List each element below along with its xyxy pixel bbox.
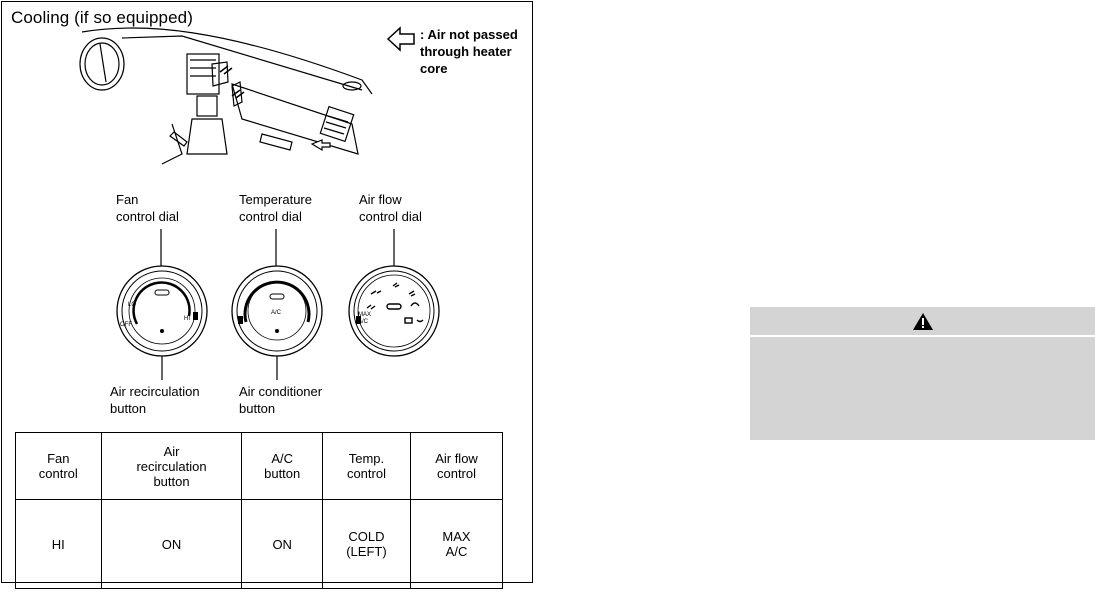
air-conditioner-button-label: Air conditioner button xyxy=(239,384,323,416)
fan-hi-mark: HI xyxy=(184,316,190,322)
table-header-cell: Air flow control xyxy=(410,432,503,500)
warning-triangle-icon xyxy=(912,312,933,330)
temp-ac-mark: A/C xyxy=(271,310,282,316)
air-flow-control-dial-label: Air flow control dial xyxy=(359,192,422,224)
outline-left-arrow-icon xyxy=(386,26,415,52)
fan-lo-mark: LO xyxy=(128,302,137,308)
air-recirculation-button-label: Air recirculation button xyxy=(110,384,200,416)
air-flow-control-dial[interactable] xyxy=(347,264,441,358)
fan-control-dial[interactable] xyxy=(115,264,209,358)
table-row: HI ON ON COLD (LEFT) MAX A/C xyxy=(15,499,503,589)
table-header-cell: Air recirculation button xyxy=(100,432,243,500)
legend-text: : Air not passed through heater core xyxy=(420,27,518,76)
table-header-cell: A/C button xyxy=(241,432,323,500)
temperature-control-dial[interactable] xyxy=(230,264,324,358)
fan-control-dial-label: Fan control dial xyxy=(116,192,179,224)
table-header-row: Fan control Air recirculation button A/C… xyxy=(15,432,503,500)
table-cell: ON xyxy=(241,499,323,589)
warning-box xyxy=(750,307,1095,440)
fan-off-mark: OFF xyxy=(120,322,132,328)
dashboard-illustration xyxy=(79,27,373,165)
table-cell: ON xyxy=(100,499,243,589)
figure-title: Cooling (if so equipped) xyxy=(11,8,193,27)
table-header-cell: Fan control xyxy=(15,432,102,500)
temperature-control-dial-label: Temperature control dial xyxy=(239,192,312,224)
flow-max-ac-mark: MAX A/C xyxy=(358,312,372,325)
table-cell: COLD (LEFT) xyxy=(321,499,412,589)
table-cell: HI xyxy=(15,499,102,589)
table-cell: MAX A/C xyxy=(410,499,503,589)
settings-table: Fan control Air recirculation button A/C… xyxy=(15,432,503,589)
table-header-cell: Temp. control xyxy=(321,432,412,500)
callout-lines xyxy=(158,229,397,380)
warning-header xyxy=(750,307,1095,337)
cooling-figure-panel: Cooling (if so equipped) : Air not passe… xyxy=(1,1,533,589)
